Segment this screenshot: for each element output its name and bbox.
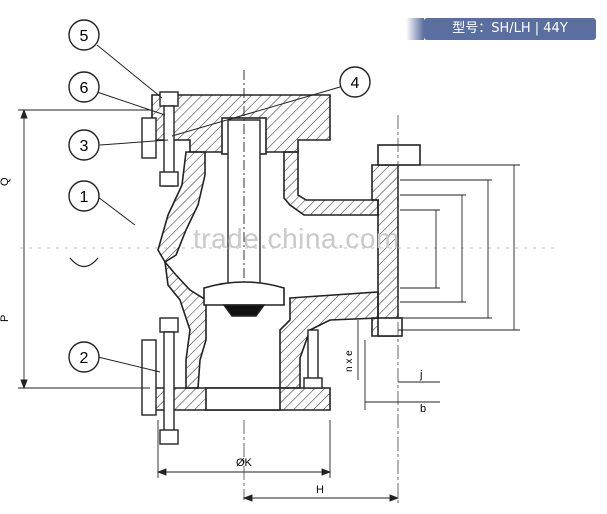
watermark: trade.china.com [193,223,400,254]
centre-lines [20,115,560,505]
svg-text:3: 3 [80,138,89,155]
svg-text:2: 2 [80,350,89,367]
callout-3: 3 [68,129,100,161]
svg-text:6: 6 [80,80,89,97]
outlet-flange [371,144,421,337]
callout-6: 6 [68,71,100,103]
svg-text:5: 5 [80,28,89,45]
right-dimensions [357,164,520,410]
dim-label-j: j [419,369,422,381]
callout-4: 4 [339,66,371,98]
svg-text:1: 1 [80,189,89,206]
arc-mark [69,257,99,268]
callout-5: 5 [68,19,100,51]
dim-label-p: P [0,315,11,322]
callout-1: 1 [68,180,100,212]
bottom-left-bolt [141,317,179,445]
model-badge: 型号：SH/LH | 44Y [406,18,596,40]
callout-2: 2 [68,341,100,373]
dim-label-q: Q [0,177,11,186]
bottom-dimensions [156,420,400,502]
top-left-bolt [141,91,179,187]
dim-label-k: ØK [236,457,253,469]
left-dimensions [18,108,150,390]
dim-label-n: n x e [344,350,355,372]
dim-label-h: H [316,484,324,496]
bottom-right-bolt [303,329,323,389]
svg-text:4: 4 [351,75,360,92]
valve-disc [203,281,285,317]
bottom-flange [151,387,331,411]
dim-label-b: b [420,403,426,415]
valve-body-upper [157,151,379,264]
callout-leaders [96,44,341,373]
